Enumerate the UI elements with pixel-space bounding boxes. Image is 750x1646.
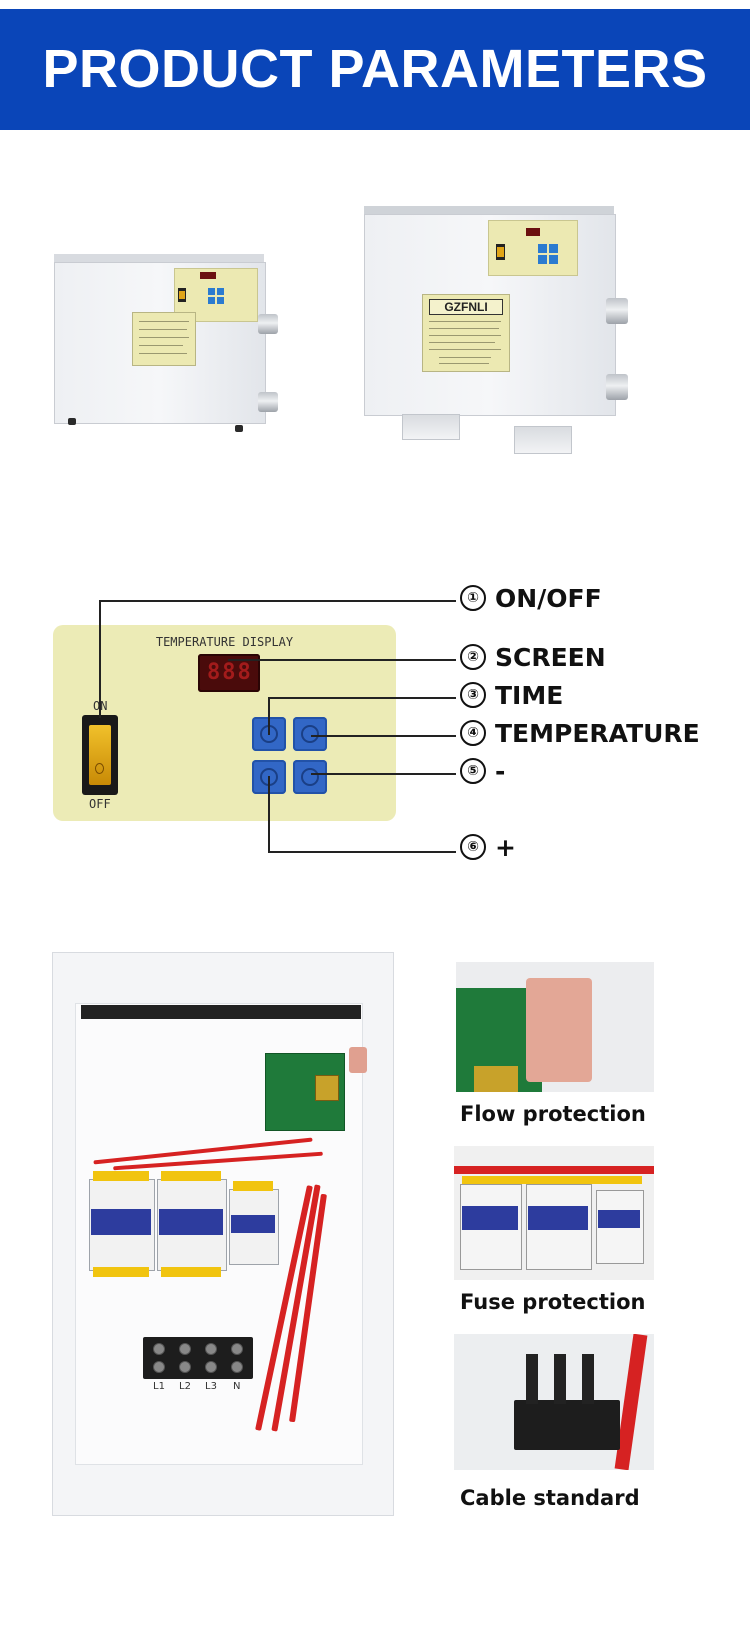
terminal-label: L1 <box>153 1381 165 1392</box>
heater-large-label-plate: GZFNLI <box>422 294 510 372</box>
feature-caption: Flow protection <box>460 1102 646 1126</box>
panel-title: TEMPERATURE DISPLAY <box>155 635 294 649</box>
switch-off-label: OFF <box>89 797 111 811</box>
brand-logo: GZFNLI <box>429 299 503 315</box>
leader-line-screen <box>228 659 456 661</box>
heater-small-image <box>50 248 282 433</box>
power-switch[interactable] <box>82 715 118 795</box>
feature-caption: Fuse protection <box>460 1290 646 1314</box>
callout-number: ⑤ <box>460 758 486 784</box>
rocker-icon <box>89 725 111 785</box>
heater-small-label-plate <box>132 312 196 366</box>
callout-number: ③ <box>460 682 486 708</box>
callout-number: ⑥ <box>460 834 486 860</box>
fuse-protection-image <box>454 1146 654 1280</box>
leader-line-time <box>268 697 456 699</box>
callout-plus: ⑥+ <box>460 833 516 862</box>
callout-number: ① <box>460 585 486 611</box>
header-banner: PRODUCT PARAMETERS <box>0 9 750 130</box>
callout-number: ④ <box>460 720 486 746</box>
heater-large-image: GZFNLI <box>362 200 630 456</box>
callout-number: ② <box>460 644 486 670</box>
terminal-label: L3 <box>205 1381 217 1392</box>
temperature-button[interactable] <box>293 717 327 751</box>
terminal-label: N <box>233 1381 241 1392</box>
plus-button[interactable] <box>293 760 327 794</box>
terminal-label: L2 <box>179 1381 191 1392</box>
page-title: PRODUCT PARAMETERS <box>42 39 708 99</box>
leader-line-plus <box>268 851 456 853</box>
leader-line-onoff <box>99 600 456 602</box>
cable-standard-image <box>454 1334 654 1470</box>
internal-wiring-image: L1 L2 L3 N <box>52 952 394 1516</box>
screen-digits: 888 <box>207 660 253 685</box>
feature-caption: Cable standard <box>460 1486 640 1510</box>
flow-protection-image <box>456 962 654 1092</box>
leader-line-minus <box>311 773 456 775</box>
callout-minus: ⑤- <box>460 757 505 786</box>
leader-line-temperature <box>311 735 456 737</box>
control-panel: TEMPERATURE DISPLAY 888 ON OFF <box>53 625 396 821</box>
